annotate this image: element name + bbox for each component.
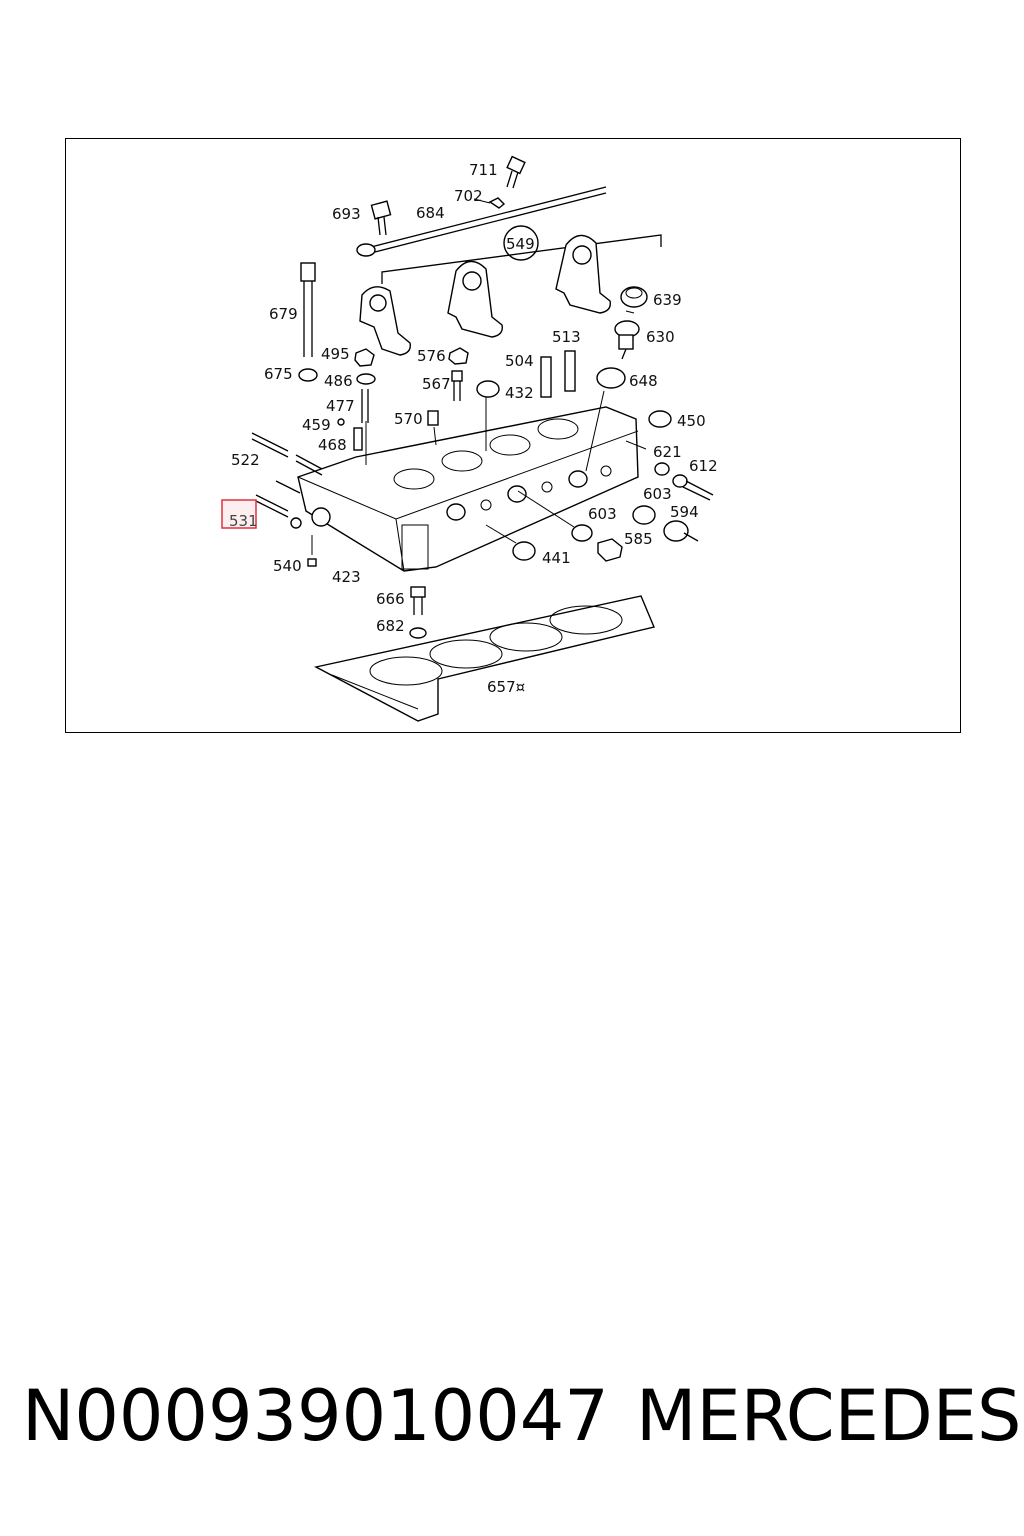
part-603-ring-a (632, 505, 656, 525)
label-570: 570 (394, 410, 423, 428)
part-693-bolt (370, 200, 392, 236)
label-450: 450 (677, 412, 706, 430)
label-666: 666 (376, 590, 405, 608)
label-567: 567 (422, 375, 451, 393)
highlight-box-531 (221, 499, 257, 529)
part-594-plug (663, 520, 699, 542)
label-675: 675 (264, 365, 293, 383)
label-603-lower: 603 (588, 505, 617, 523)
part-576-nut (448, 347, 469, 365)
label-702: 702 (454, 187, 483, 205)
part-549-rocker-supports (359, 234, 611, 356)
part-585-plug (597, 538, 623, 562)
label-549: 549 (506, 235, 535, 253)
part-504-pin (540, 356, 552, 398)
label-684: 684 (416, 204, 445, 222)
label-639: 639 (653, 291, 682, 309)
diagram-canvas: 711 702 693 684 549 679 639 630 513 495 … (221, 155, 718, 722)
label-495: 495 (321, 345, 350, 363)
label-594: 594 (670, 503, 699, 521)
part-675-washer (298, 368, 318, 382)
part-540-plug (307, 558, 317, 567)
label-423: 423 (332, 568, 361, 586)
label-441: 441 (542, 549, 571, 567)
label-540: 540 (273, 557, 302, 575)
part-621-ring (654, 462, 670, 476)
part-477-stud (361, 389, 369, 423)
label-486: 486 (324, 372, 353, 390)
label-522: 522 (231, 451, 260, 469)
label-432: 432 (505, 384, 534, 402)
label-612: 612 (689, 457, 718, 475)
label-630: 630 (646, 328, 675, 346)
part-603-ring-b (571, 524, 593, 542)
leader-lines (311, 198, 647, 555)
label-711: 711 (469, 161, 498, 179)
part-468-sleeve (353, 427, 363, 451)
label-621: 621 (653, 443, 682, 461)
part-459-ring (337, 418, 345, 426)
part-648-ring (596, 367, 626, 389)
part-612-sensor (672, 474, 714, 501)
part-486-washer (356, 373, 376, 385)
exploded-parts-diagram: 711 702 693 684 549 679 639 630 513 495 … (65, 138, 961, 733)
part-711-bolt (506, 155, 526, 189)
brand-name: MERCEDES (636, 1375, 1022, 1457)
label-576: 576 (417, 347, 446, 365)
label-603-upper: 603 (643, 485, 672, 503)
part-639-cap (620, 286, 648, 308)
part-450-cap (648, 410, 672, 428)
part-495-nut (354, 348, 375, 367)
caption-bar: N000939010047 MERCEDES (0, 1375, 1024, 1465)
label-657: 657¤ (487, 678, 525, 696)
label-585: 585 (624, 530, 653, 548)
part-682-washer (409, 627, 427, 639)
label-679: 679 (269, 305, 298, 323)
part-number: N000939010047 (22, 1375, 609, 1457)
part-684-rod (356, 186, 607, 257)
part-666-bolt (410, 586, 426, 615)
part-549-callout (381, 225, 662, 284)
part-522-studs (251, 432, 323, 476)
part-567-bolt (451, 370, 463, 401)
label-459: 459 (302, 416, 331, 434)
part-570-sleeve (427, 410, 439, 426)
part-441-cap (512, 541, 536, 561)
label-648: 648 (629, 372, 658, 390)
part-657-head-gasket (313, 595, 655, 722)
part-630-valve (614, 320, 640, 360)
part-513-pin (564, 350, 576, 392)
part-702-clip (488, 197, 506, 209)
part-679-bolt (300, 262, 316, 357)
part-423-cylinder-head (297, 406, 639, 572)
label-468: 468 (318, 436, 347, 454)
label-504: 504 (505, 352, 534, 370)
part-432-cap (476, 380, 500, 398)
label-531: 531 (229, 512, 258, 530)
label-477: 477 (326, 397, 355, 415)
part-labels: 711 702 693 684 549 679 639 630 513 495 … (221, 161, 718, 696)
label-693: 693 (332, 205, 361, 223)
label-682: 682 (376, 617, 405, 635)
part-531-studs (255, 480, 302, 529)
label-513: 513 (552, 328, 581, 346)
